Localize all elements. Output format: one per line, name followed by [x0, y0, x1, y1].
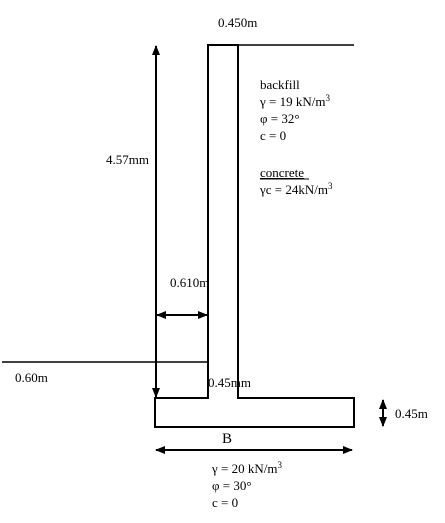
backfill-friction-angle: φ = 32° — [260, 111, 300, 126]
base-width-label: B — [222, 431, 232, 447]
backfill-unit-weight: γ = 19 kN/m3 — [259, 93, 330, 109]
base-thickness-label: 0.45m — [395, 406, 428, 421]
stem-base-width-label: 0.45mm — [208, 375, 251, 390]
toe-length-label: 0.610m — [170, 275, 209, 290]
concrete-title: concrete — [260, 165, 304, 180]
foundation-unit-weight: γ = 20 kN/m3 — [211, 460, 282, 476]
foundation-friction-angle: φ = 30° — [212, 478, 252, 493]
wall-outline — [154, 44, 355, 428]
concrete-unit-weight: γc = 24kN/m3 — [259, 181, 333, 197]
backfill-title: backfill — [260, 77, 300, 92]
stem-top-width-label: 0.450m — [218, 15, 257, 30]
backfill-cohesion: c = 0 — [260, 128, 286, 143]
front-soil-depth-label: 0.60m — [15, 370, 48, 385]
foundation-cohesion: c = 0 — [212, 495, 238, 510]
wall-height-label: 4.57mm — [106, 152, 149, 167]
